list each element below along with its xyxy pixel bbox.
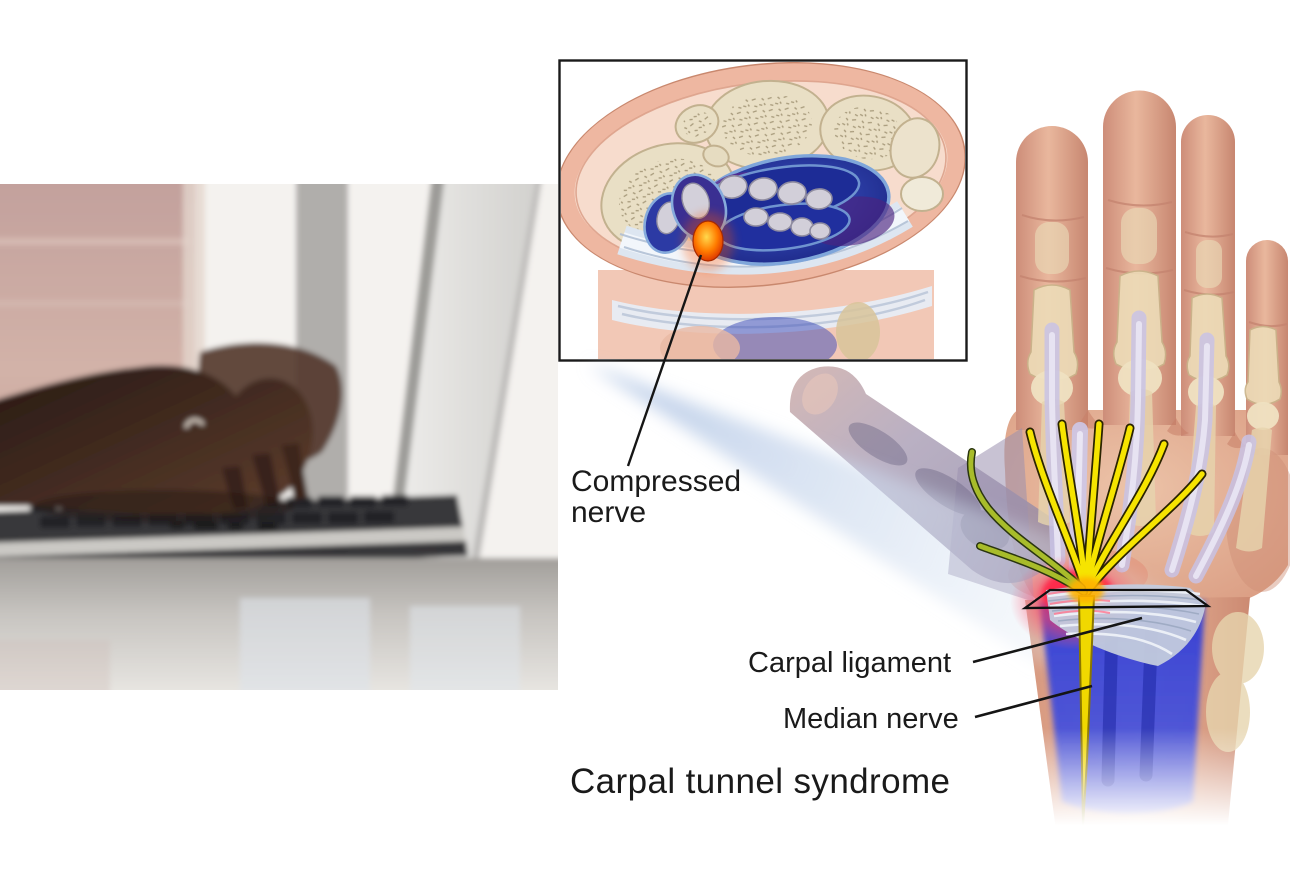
photo-ring	[184, 418, 205, 429]
carpal-ligament-leader-line	[972, 616, 1143, 664]
compressed-nerve-label-line2: nerve	[571, 496, 647, 529]
cross-section-illustration	[561, 62, 965, 359]
inset-tendon-bundles	[643, 154, 895, 266]
page-title: Carpal tunnel syndrome	[570, 762, 951, 801]
inset-compressed-nerve	[692, 220, 724, 262]
forearm-fade	[985, 728, 1290, 878]
leader-lines	[626, 254, 1143, 719]
median-nerve-label: Median nerve	[783, 703, 959, 735]
inset-tendons	[718, 175, 833, 240]
typing-photo	[0, 184, 558, 690]
compressed-nerve-label-line1: Compressed	[571, 465, 742, 498]
section-plane-outline	[1021, 588, 1212, 610]
compressed-nerve-leader-line	[626, 254, 703, 467]
median-nerve-branches	[966, 419, 1207, 827]
compressed-nerve-label: Compressed nerve	[571, 466, 741, 528]
median-nerve-leader-line	[974, 684, 1093, 719]
carpal-ligament-label: Carpal ligament	[748, 647, 952, 679]
hand-illustration	[588, 90, 1290, 878]
